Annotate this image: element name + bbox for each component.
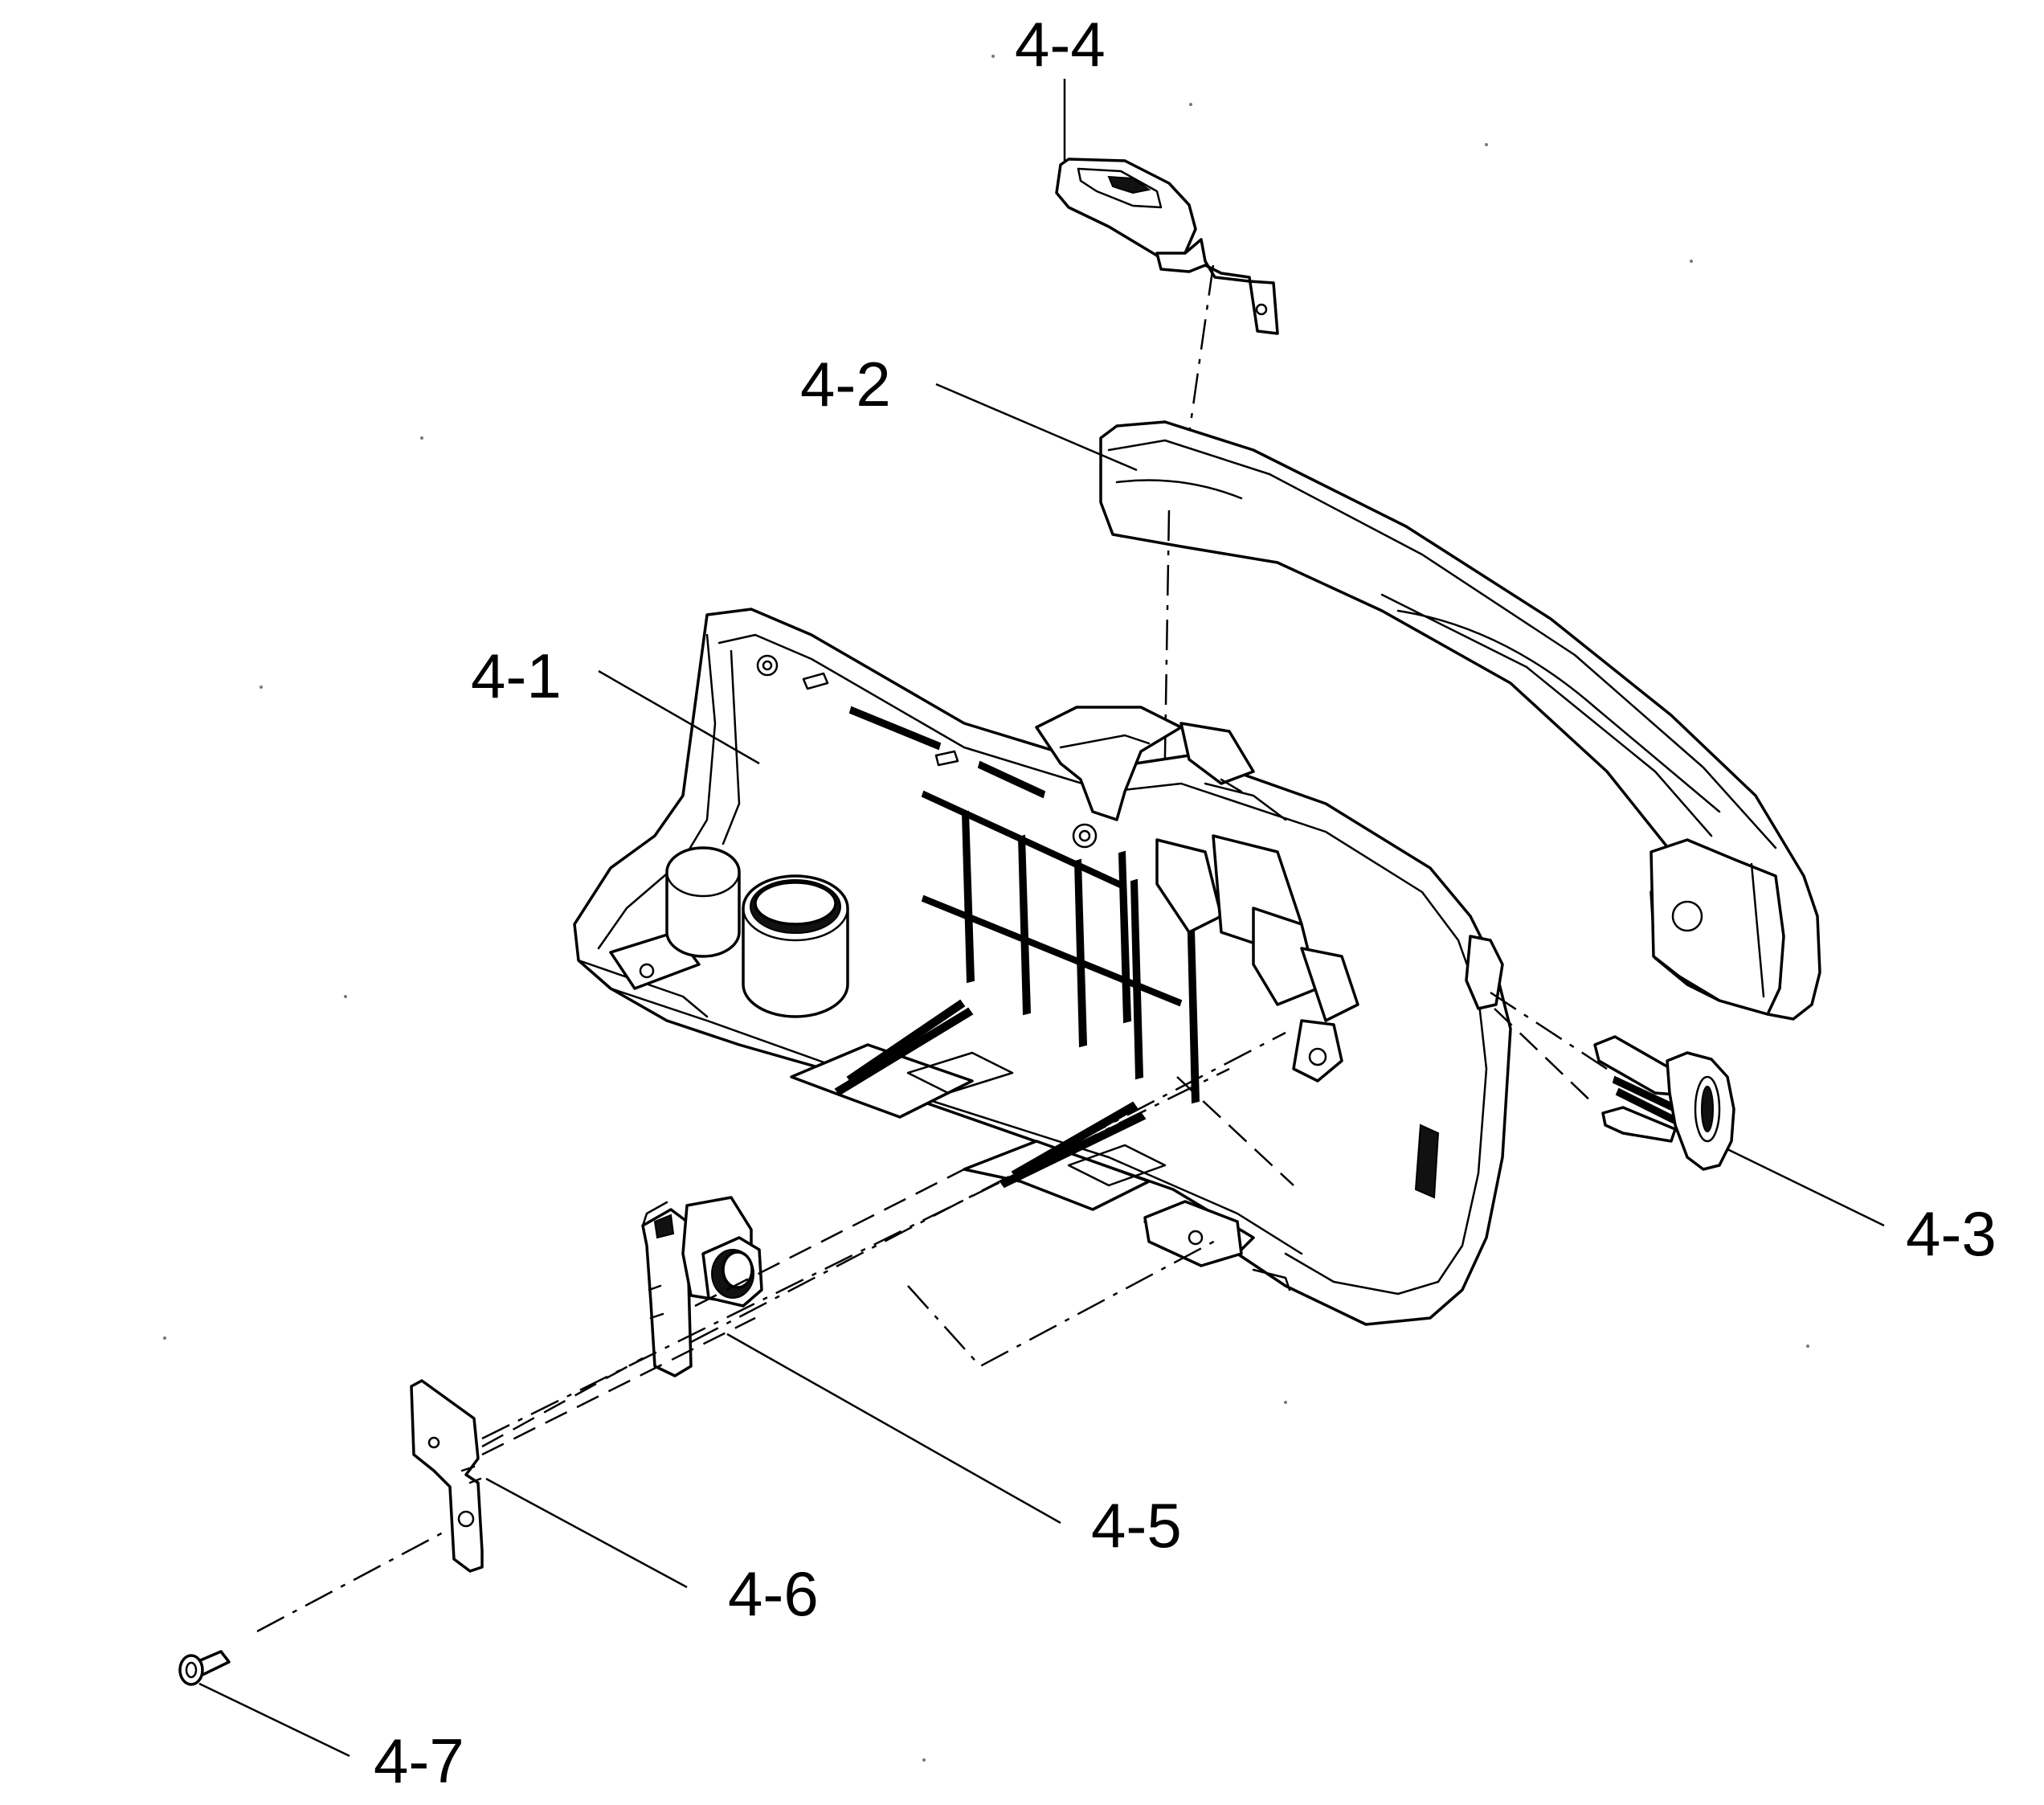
callout-4-2: 4-2 — [800, 349, 891, 420]
assembly-axis-4-5c — [907, 1236, 1222, 1368]
leader-4-1 — [598, 669, 760, 765]
assembly-axis-4-7 — [256, 1529, 447, 1633]
leader-4-2 — [935, 383, 1138, 472]
callout-4-4: 4-4 — [1015, 9, 1106, 80]
callout-4-6: 4-6 — [728, 1558, 819, 1629]
leader-4-5 — [726, 1332, 1061, 1525]
leader-4-3 — [1727, 1148, 1885, 1227]
part-4-2-handle — [1099, 420, 1821, 1021]
assembly-dash-4-6 — [481, 1316, 756, 1456]
part-4-6-plate — [410, 1379, 484, 1573]
assembly-dash-4-5a — [694, 1168, 965, 1308]
assembly-dash-housing — [1176, 1076, 1294, 1186]
assembly-axis-4-3 — [1490, 991, 1608, 1070]
assembly-dash-4-5b — [481, 1357, 644, 1448]
part-4-5-switch — [641, 1196, 763, 1377]
assembly-dash-4-3 — [1494, 1008, 1596, 1106]
part-4-3-latch — [1593, 1035, 1735, 1171]
callout-4-1: 4-1 — [471, 641, 562, 711]
leader-4-7 — [198, 1682, 350, 1758]
part-4-7-screw — [178, 1650, 231, 1686]
assembly-axis-4-5a — [481, 1067, 1230, 1440]
callout-4-7: 4-7 — [374, 1725, 464, 1796]
leader-4-6 — [485, 1477, 688, 1589]
callout-4-3: 4-3 — [1906, 1198, 1997, 1269]
callout-4-5: 4-5 — [1091, 1490, 1182, 1561]
part-4-4-button — [1055, 158, 1279, 335]
assembly-axis-4-4 — [1188, 264, 1215, 435]
part-4-1-housing — [573, 608, 1512, 1326]
